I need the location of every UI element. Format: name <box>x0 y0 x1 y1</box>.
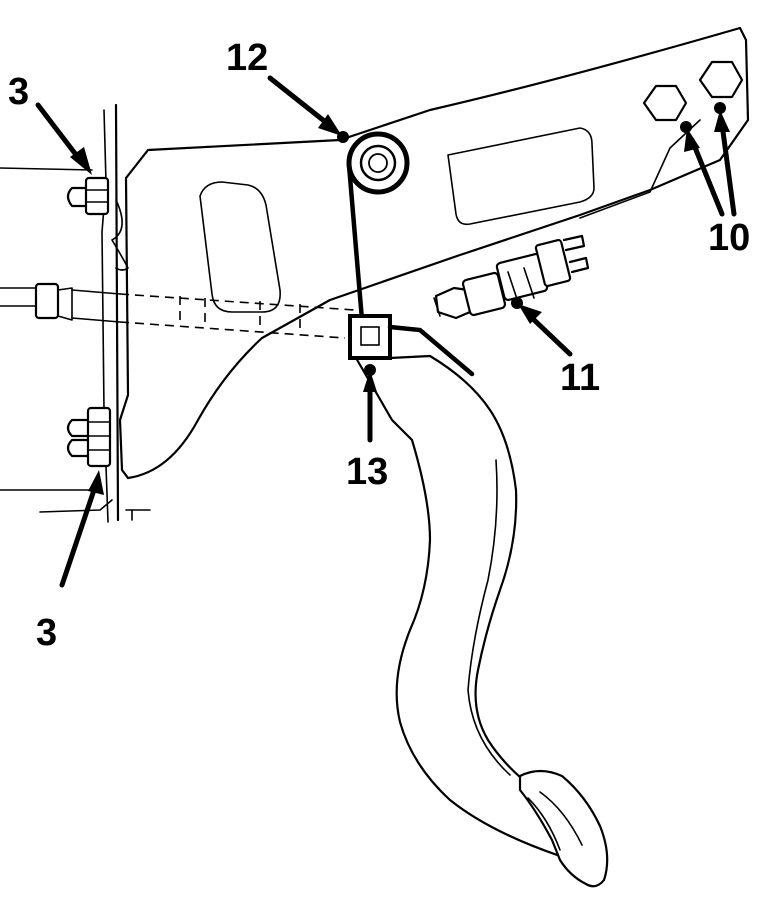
push-rod <box>0 282 356 339</box>
pedal-switch <box>433 234 590 320</box>
bracket-bolts <box>642 60 744 122</box>
leader-lines <box>35 75 737 588</box>
pedal-stop-block <box>348 314 475 377</box>
callout-10: 10 <box>708 217 750 259</box>
pedal-arm <box>354 354 562 858</box>
callout-12: 12 <box>226 37 268 79</box>
pedal-bracket <box>124 26 750 480</box>
callout-13: 13 <box>346 451 388 493</box>
upper-nut <box>66 176 110 216</box>
lower-nut <box>66 406 112 468</box>
callout-3-upper: 3 <box>8 71 29 113</box>
callout-11: 11 <box>560 357 600 399</box>
pedal-pad <box>518 769 609 888</box>
callout-3-lower: 3 <box>36 612 57 654</box>
mounting-plate <box>0 103 151 523</box>
pivot-bushing <box>346 131 410 323</box>
